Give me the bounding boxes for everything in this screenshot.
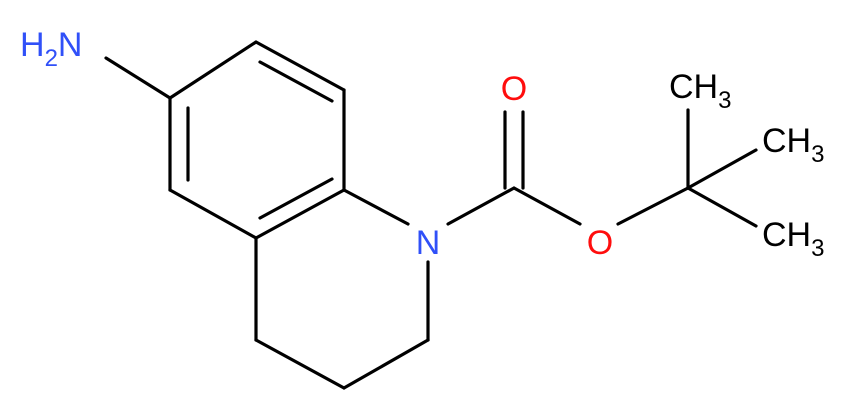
bond-c4a-c5 [168,188,258,240]
bond-c3-c4 [254,338,346,390]
bond-c2-c3 [342,338,430,390]
bond-c8a-c4a [254,188,346,240]
ring-nitrogen-label: N [416,224,441,262]
bond-c7-c8-inner [258,60,334,103]
bonds [104,40,758,390]
bond-n1-carbonyl [446,186,516,226]
methyl-top-label: CH3 [669,68,731,114]
bond-c7-c8 [254,40,346,92]
bond-c8a-n1 [342,188,410,226]
bond-ester-o-tbu [616,186,690,226]
methyl-middle-label: CH3 [762,122,824,168]
ester-oxygen-label: O [587,224,613,262]
bond-c6-c7 [168,40,258,100]
bond-c8a-c4a-inner [258,177,334,220]
bond-tbu-ch3-middle [686,148,758,190]
bond-carbonyl-ester-o [512,186,582,226]
bond-tbu-ch3-bottom [686,186,758,228]
amine-label: H2N [20,26,82,72]
carbonyl-oxygen-label: O [501,70,527,108]
methyl-bottom-label: CH3 [762,216,824,262]
bond-c6-nh2 [104,56,172,100]
